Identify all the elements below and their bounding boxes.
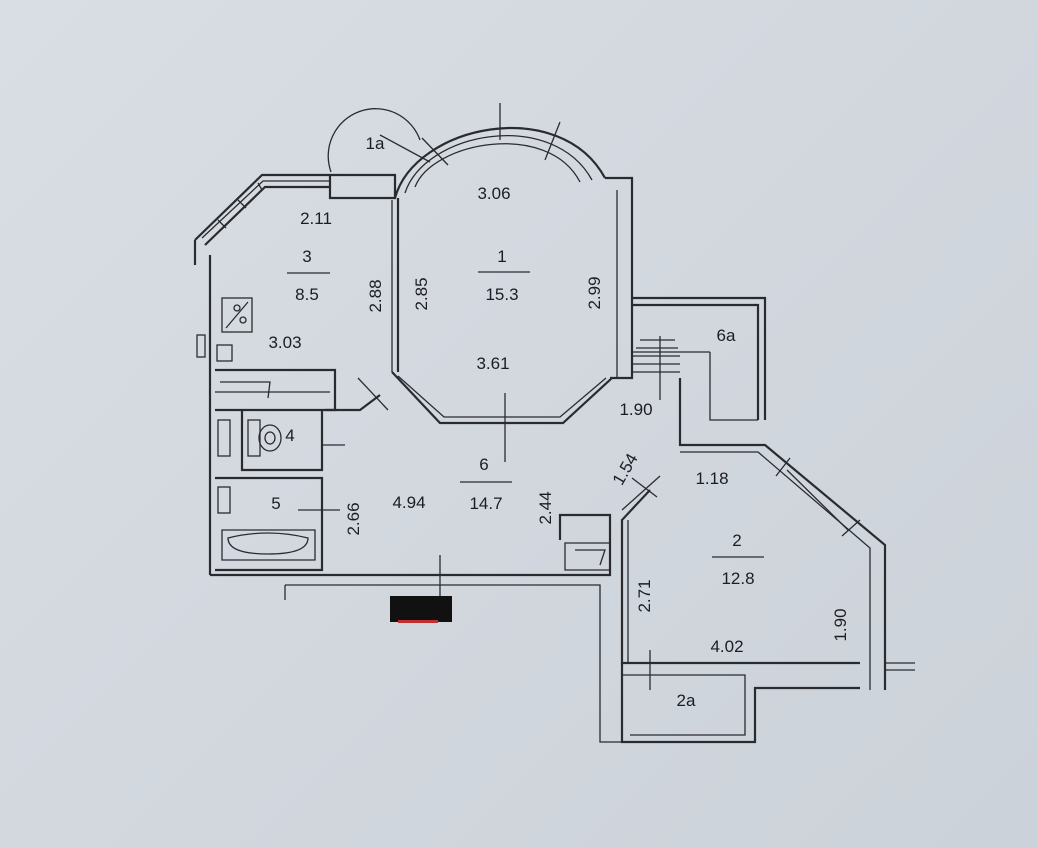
balcony-6a-wall <box>632 296 767 420</box>
dim-room6-left: 2.66 <box>344 502 363 535</box>
entrance-door <box>415 555 465 598</box>
toilet-icon <box>247 419 282 457</box>
wall-room2 <box>678 378 887 690</box>
dim-room3-top: 2.11 <box>300 209 332 228</box>
dim-room1-right: 2.99 <box>585 276 604 309</box>
dim-room2-bottom: 4.02 <box>710 637 743 656</box>
dim-room1-bottom: 3.61 <box>476 354 509 373</box>
dim-room2-corner: 1.54 <box>609 450 642 488</box>
balcony-2a-wall <box>620 663 860 744</box>
balcony-1a-arc <box>327 108 421 173</box>
bathtub-icon <box>221 529 316 561</box>
room-2-area: 12.8 <box>721 569 754 588</box>
room-6-number: 6 <box>479 455 488 474</box>
room-1-number: 1 <box>497 247 506 266</box>
dim-room3-right: 2.88 <box>366 279 385 312</box>
room-2-number: 2 <box>732 531 741 550</box>
dim-room6-width: 4.94 <box>392 493 425 512</box>
wall-bottom-outer <box>210 513 612 577</box>
walls <box>193 103 915 744</box>
room-1a-label: 1a <box>366 134 385 153</box>
redaction-box <box>390 596 452 622</box>
dim-room1-left: 2.85 <box>412 277 431 310</box>
room-6a-label: 6a <box>717 326 736 345</box>
window-room3 <box>217 182 263 229</box>
room-6-area: 14.7 <box>469 494 502 513</box>
dim-room1-top: 3.06 <box>477 184 510 203</box>
room-1-area: 15.3 <box>485 285 518 304</box>
wall-room3-outer <box>193 173 330 575</box>
room-2a-label: 2a <box>677 691 696 710</box>
room-4-label: 4 <box>285 426 294 445</box>
dim-room2-left: 2.71 <box>635 579 654 612</box>
room-labels: 1 15.3 2 12.8 3 8.5 6 14.7 1a 2a 6a 4 5 <box>271 134 764 710</box>
steps <box>632 336 680 400</box>
room-5-label: 5 <box>271 494 280 513</box>
wall-bath-block <box>215 368 337 572</box>
dim-room3-bottom: 3.03 <box>268 333 301 352</box>
room-3-area: 8.5 <box>295 285 319 304</box>
washer-icon <box>221 297 253 333</box>
dim-room2-right: 1.90 <box>831 608 850 641</box>
dim-room2-top: 1.18 <box>695 469 728 488</box>
dim-hall-width: 1.90 <box>619 400 652 419</box>
room-3-number: 3 <box>302 247 311 266</box>
dimension-labels: 3.06 2.11 2.88 2.85 2.99 3.03 3.61 1.90 … <box>268 184 850 656</box>
dim-room6-right: 2.44 <box>536 491 555 524</box>
wall-room1-arch <box>393 127 606 199</box>
